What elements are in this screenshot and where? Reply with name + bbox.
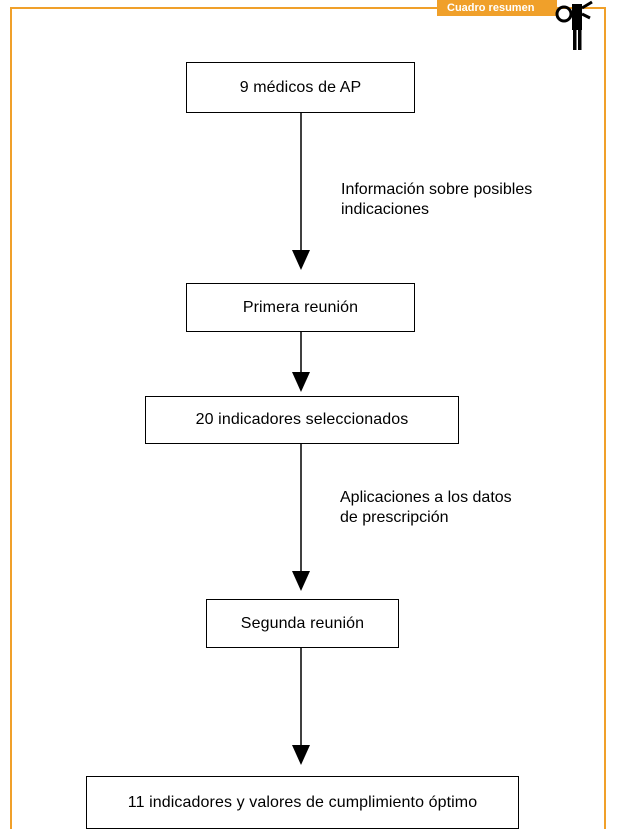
header-tag: Cuadro resumen	[437, 0, 557, 16]
flow-node-label: 11 indicadores y valores de cumplimiento…	[127, 793, 478, 811]
flow-node-resultado-final: 11 indicadores y valores de cumplimiento…	[86, 776, 519, 829]
edge-note-informacion: Información sobre posibles indicaciones	[341, 180, 532, 220]
flow-node-indicadores-seleccionados: 20 indicadores seleccionados	[145, 396, 459, 444]
flow-node-primera-reunion: Primera reunión	[186, 283, 415, 332]
arrow-n4-n5	[292, 648, 310, 765]
arrow-n2-n3	[292, 332, 310, 392]
person-figure-icon	[555, 0, 593, 50]
edge-note-aplicaciones: Aplicaciones a los datos de prescripción	[340, 488, 512, 528]
edge-note-line: indicaciones	[341, 201, 430, 218]
arrow-n3-n4	[292, 444, 310, 591]
arrow-n1-n2	[292, 113, 310, 270]
flow-node-segunda-reunion: Segunda reunión	[206, 599, 399, 648]
flow-node-label: 9 médicos de AP	[239, 78, 362, 96]
flow-node-label: Segunda reunión	[240, 614, 365, 632]
edge-note-line: Aplicaciones a los datos	[340, 489, 512, 506]
summary-frame	[10, 7, 606, 829]
edge-note-line: de prescripción	[340, 509, 449, 526]
flow-node-label: 20 indicadores seleccionados	[195, 411, 409, 428]
flow-node-medicos: 9 médicos de AP	[186, 62, 415, 113]
flow-node-label: Primera reunión	[242, 298, 359, 316]
edge-note-line: Información sobre posibles	[341, 181, 533, 198]
